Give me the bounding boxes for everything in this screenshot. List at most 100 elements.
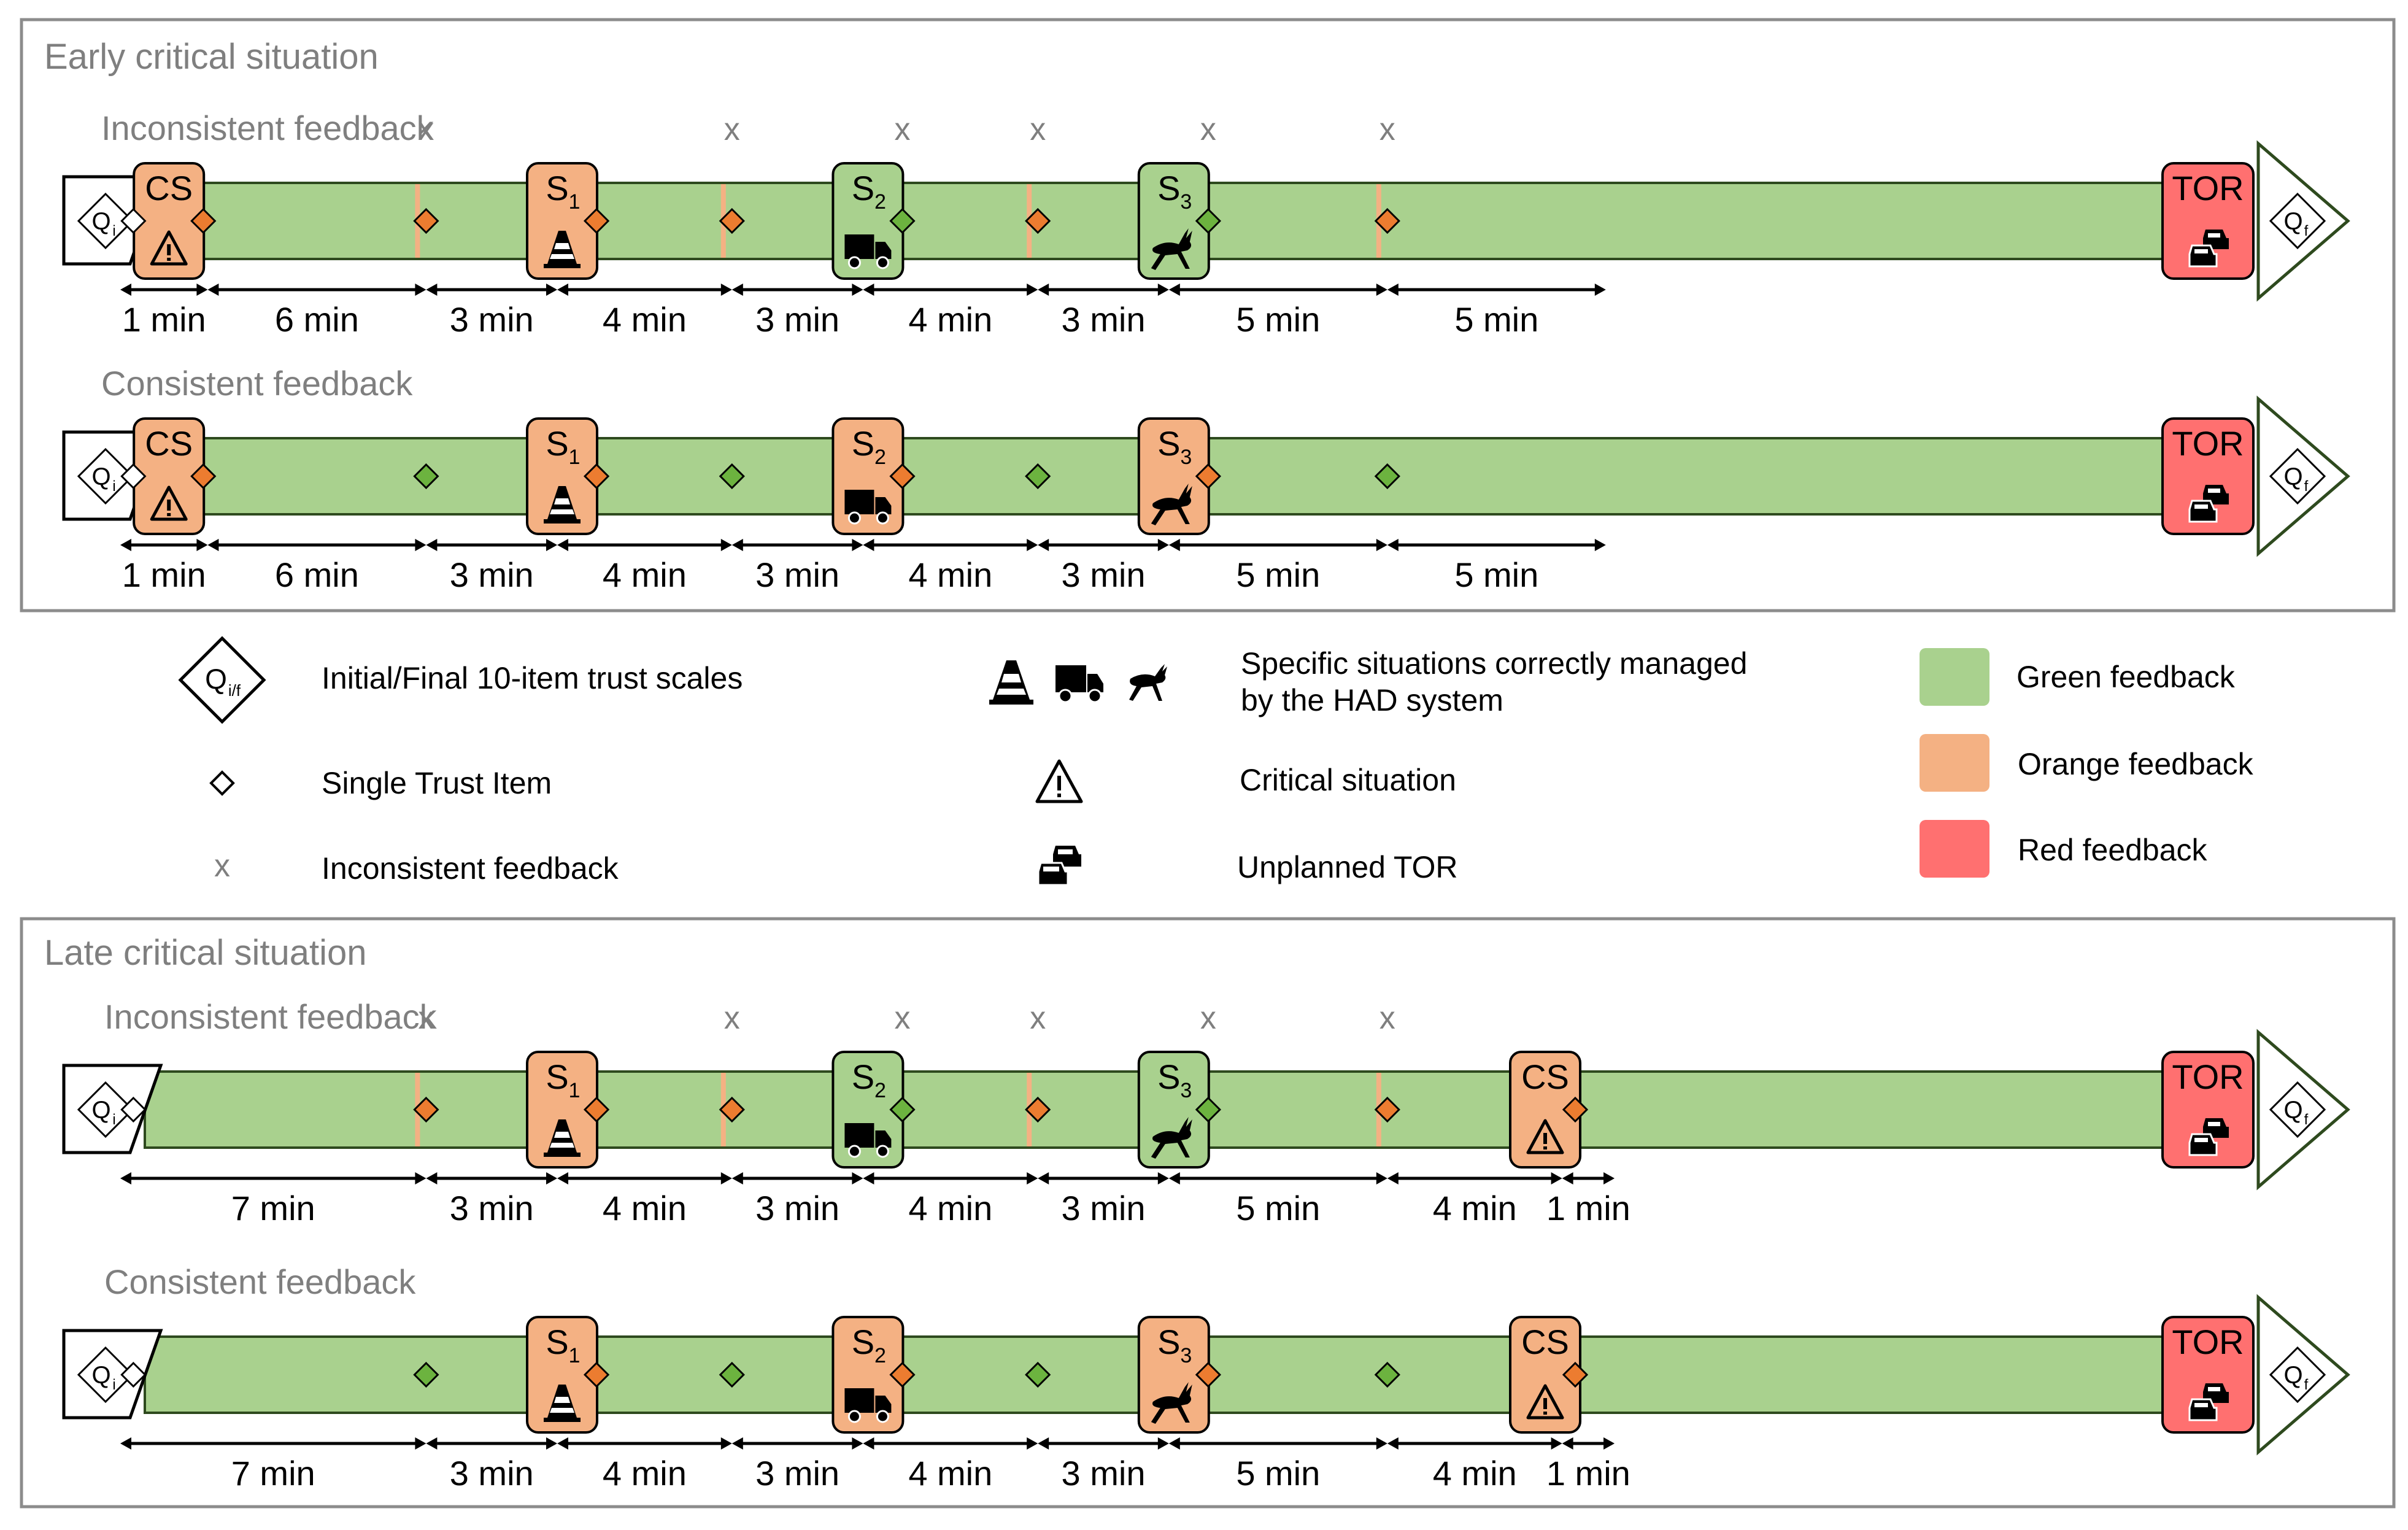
trust-item-diamond — [1374, 463, 1400, 490]
situation-box-sub: 1 — [569, 190, 581, 214]
interval-arrowhead-left — [1387, 1172, 1399, 1184]
interval-label: 3 min — [1062, 300, 1146, 339]
interval-arrowhead-left — [557, 539, 568, 551]
interval-arrowhead-right — [196, 539, 208, 551]
interval-arrowhead-right — [546, 1172, 557, 1184]
situation-box-title: S — [546, 1323, 568, 1361]
legend-single-item-label: Single Trust Item — [322, 766, 552, 800]
interval: 5 min — [1387, 539, 1606, 594]
interval-label: 5 min — [1236, 1189, 1320, 1227]
trust-item-diamond — [719, 1096, 745, 1123]
legend-situations-line1: Specific situations correctly managed — [1241, 646, 1747, 681]
trust-item-diamond — [1562, 1361, 1589, 1388]
warning-icon — [150, 485, 188, 521]
interval: 3 min — [1038, 284, 1169, 339]
trust-item-diamond — [889, 1096, 916, 1123]
inconsistent-x-mark: x — [724, 112, 740, 147]
interval-arrowhead-right — [1594, 539, 1606, 551]
situation-box-sub: 2 — [874, 1344, 886, 1367]
start-diamond — [77, 192, 134, 250]
interval-arrowhead-left — [1038, 1437, 1049, 1450]
interval-arrowhead-right — [1603, 1172, 1615, 1184]
interval-arrowhead-left — [207, 284, 219, 296]
interval-label: 3 min — [1062, 555, 1146, 594]
trust-item-diamond — [413, 1361, 439, 1388]
inconsistent-x-mark: x — [894, 112, 910, 147]
situation-box-title: S — [1157, 1323, 1180, 1361]
truck-icon — [844, 234, 892, 269]
interval-arrowhead-left — [1387, 539, 1399, 551]
trust-item-diamond — [719, 463, 745, 490]
interval-arrowhead-left — [1038, 1172, 1049, 1184]
interval: 4 min — [1387, 1437, 1562, 1493]
interval-arrowhead-left — [557, 284, 568, 296]
interval-label: 6 min — [275, 555, 359, 594]
trust-item-diamond — [190, 463, 217, 490]
trust-item-diamond — [190, 207, 217, 234]
trust-item-diamond — [413, 207, 439, 234]
legend-deer-icon — [1129, 664, 1167, 701]
end-diamond — [2269, 1081, 2326, 1138]
interval-label: 3 min — [1062, 1454, 1146, 1493]
legend-cone-icon — [989, 660, 1033, 705]
cars-icon — [2188, 1118, 2229, 1156]
interval-arrowhead-left — [1168, 1172, 1180, 1184]
interval-arrowhead-right — [852, 539, 863, 551]
interval-label: 1 min — [1546, 1454, 1630, 1493]
interval: 6 min — [207, 539, 426, 594]
interval-arrowhead-left — [120, 1172, 131, 1184]
end-label: Q — [2283, 463, 2302, 490]
interval-arrowhead-right — [852, 1437, 863, 1450]
end-sub: f — [2304, 1377, 2309, 1393]
interval-label: 5 min — [1454, 300, 1538, 339]
situation-box-title: S — [546, 169, 568, 207]
trust-item-diamond — [719, 1361, 745, 1388]
trust-item-diamond — [719, 207, 745, 234]
warning-icon — [150, 230, 188, 266]
interval-arrowhead-left — [426, 284, 438, 296]
interval: 1 min — [120, 284, 208, 339]
trust-item-diamond — [889, 463, 916, 490]
truck-icon — [844, 1123, 892, 1158]
legend-red-swatch — [1920, 820, 1989, 878]
trust-item-diamond — [1374, 1096, 1400, 1123]
interval-label: 5 min — [1236, 300, 1320, 339]
interval-arrowhead-right — [1551, 1437, 1562, 1450]
interval-label: 1 min — [122, 555, 206, 594]
deer-icon — [1151, 484, 1192, 525]
panel-frame-early — [20, 18, 2396, 612]
interval: 4 min — [557, 539, 732, 594]
interval: 3 min — [731, 284, 863, 339]
trust-item-diamond — [583, 207, 610, 234]
interval-label: 3 min — [755, 1454, 839, 1493]
situation-box-title: TOR — [2172, 1057, 2244, 1096]
trust-item-diamond — [1562, 1096, 1589, 1123]
situation-box-sub: 3 — [1180, 190, 1192, 214]
interval: 3 min — [731, 1437, 863, 1493]
interval-label: 4 min — [908, 300, 992, 339]
trust-item-diamond — [1025, 1096, 1051, 1123]
interval-arrowhead-left — [557, 1172, 568, 1184]
interval-label: 3 min — [450, 300, 534, 339]
deer-icon — [1151, 1117, 1192, 1159]
interval: 5 min — [1168, 1437, 1387, 1493]
interval: 3 min — [426, 539, 557, 594]
interval-arrowhead-right — [852, 1172, 863, 1184]
inconsistent-x-mark: x — [894, 1000, 910, 1036]
situation-box-sub: 3 — [1180, 1344, 1192, 1367]
trust-item-diamond — [1374, 207, 1400, 234]
interval-label: 3 min — [755, 555, 839, 594]
legend-inconsistent-label: Inconsistent feedback — [322, 851, 619, 886]
interval-arrowhead-right — [1027, 539, 1038, 551]
interval-arrowhead-left — [557, 1437, 568, 1450]
interval: 5 min — [1168, 284, 1387, 339]
panel-title-late: Late critical situation — [44, 933, 366, 973]
deer-icon — [1151, 1382, 1192, 1424]
cone-icon — [544, 1385, 581, 1422]
situation-box-title: S — [1157, 1057, 1180, 1096]
trust-item-diamond — [583, 1361, 610, 1388]
